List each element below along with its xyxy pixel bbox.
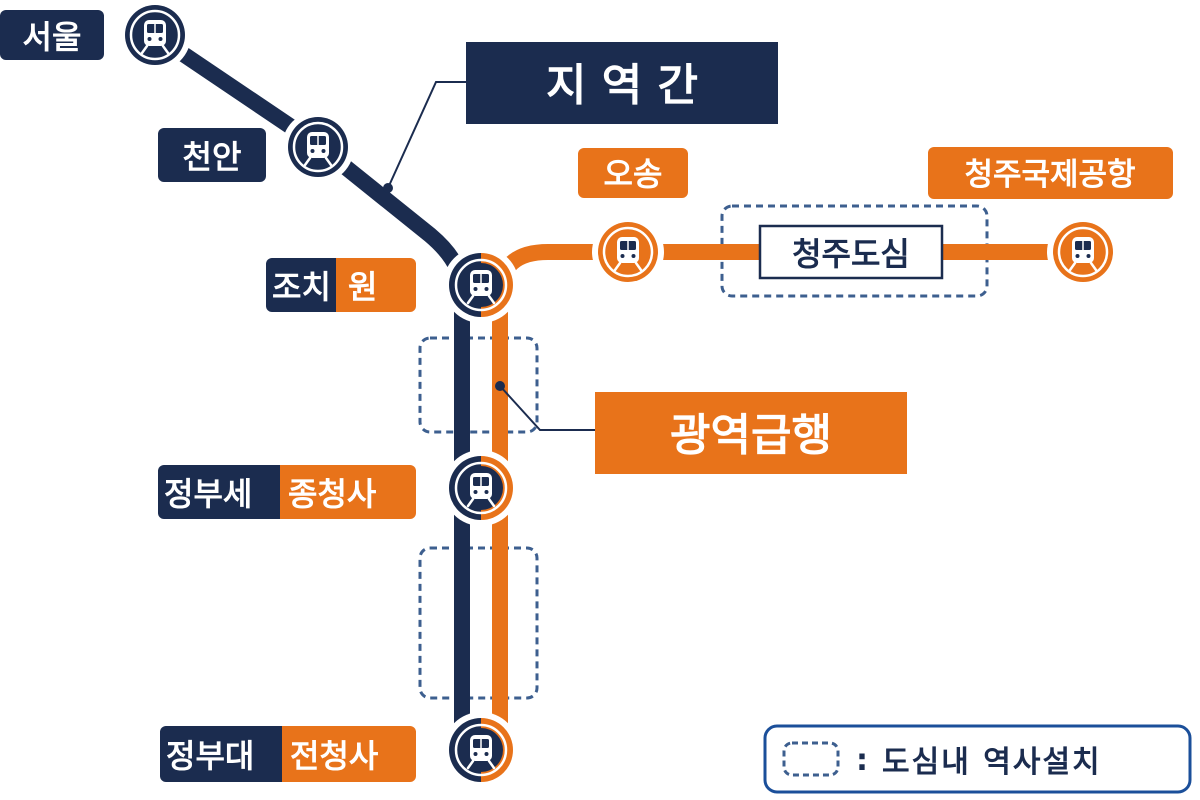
legend: : 도심내 역사설치 [763, 724, 1192, 794]
label-cheongju-airport: 청주국제공항 [928, 147, 1173, 199]
express-callout-dot [495, 381, 505, 391]
label-sejong-part1: 정부세 [164, 475, 252, 513]
label-daejeon-part2: 전청사 [290, 737, 379, 775]
express-line-label-text: 광역급행 [670, 410, 832, 461]
express-line-label: 광역급행 [595, 392, 907, 474]
label-cheonan-text: 천안 [183, 138, 242, 176]
station-seoul [119, 0, 191, 71]
legend-colon: : [856, 743, 868, 778]
station-cheonan [282, 111, 354, 183]
label-seoul: 서울 [0, 10, 104, 60]
express-callout-leader [499, 385, 595, 431]
station-sejong [443, 450, 519, 526]
downtown-label-cheongju: 청주도심 [758, 224, 944, 280]
regional-line-label-text: 지 역 간 [546, 60, 698, 111]
regional-line-label: 지 역 간 [466, 42, 778, 124]
downtown-box-daejeon [418, 546, 539, 700]
label-daejeon-part1: 정부대 [166, 737, 254, 775]
label-seoul-text: 서울 [23, 18, 82, 56]
label-cheongju-airport-text: 청주국제공항 [964, 157, 1135, 193]
label-jochiwon-part1: 조치 [272, 268, 331, 306]
label-sejong: 정부세 종청사 [158, 465, 416, 519]
label-cheonan: 천안 [158, 128, 266, 182]
label-osong-text: 오송 [604, 155, 663, 193]
downtown-box-sejong [418, 336, 539, 434]
station-daejeon [443, 712, 519, 788]
legend-text: 도심내 역사설치 [882, 745, 1102, 780]
regional-callout-dot [383, 183, 393, 193]
downtown-label-cheongju-text: 청주도심 [792, 235, 910, 273]
label-jochiwon: 조치 원 [266, 258, 416, 312]
station-osong [592, 216, 664, 288]
express-line [492, 244, 1083, 750]
label-sejong-part2: 종청사 [288, 475, 377, 513]
label-daejeon: 정부대 전청사 [160, 726, 416, 782]
regional-callout-leader [387, 81, 466, 189]
station-jochiwon [443, 247, 519, 323]
station-cheongju-airport [1047, 216, 1119, 288]
label-osong: 오송 [578, 148, 688, 198]
label-jochiwon-part2: 원 [348, 268, 377, 306]
